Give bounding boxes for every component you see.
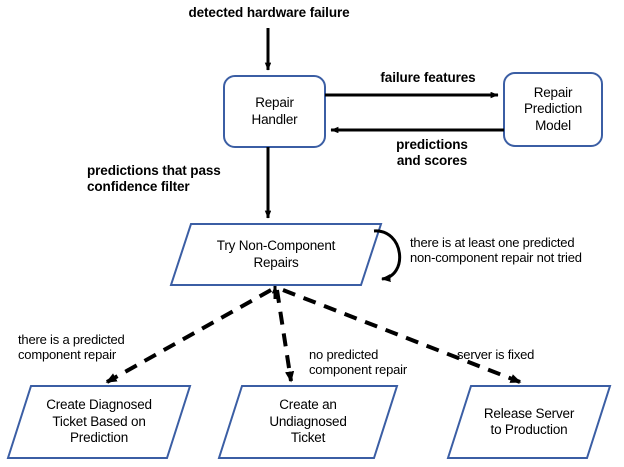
edge-label-right-branch: server is fixed bbox=[457, 347, 535, 362]
edge-label-middle-branch: no predicted component repair bbox=[309, 347, 407, 378]
node-create-diagnosed-ticket[interactable] bbox=[6, 385, 192, 459]
arrow-branch-middle bbox=[275, 289, 295, 383]
node-try-non-component-repairs[interactable] bbox=[169, 223, 383, 286]
arrow-branch-left bbox=[105, 288, 272, 384]
edge-label-left-branch: there is a predicted component repair bbox=[18, 332, 125, 363]
edge-label-self-loop: there is at least one predicted non-comp… bbox=[410, 235, 582, 266]
node-repair-handler[interactable] bbox=[223, 75, 326, 148]
edge-label-failure-features: failure features bbox=[380, 70, 476, 85]
node-create-undiagnosed-ticket[interactable] bbox=[217, 385, 399, 459]
edge-label-detected-hardware-failure: detected hardware failure bbox=[188, 5, 350, 20]
node-release-server[interactable] bbox=[446, 385, 612, 459]
node-repair-prediction-model[interactable] bbox=[503, 72, 603, 147]
edge-label-predictions-that-pass-filter: predictions that pass confidence filter bbox=[87, 163, 221, 194]
edge-label-predictions-and-scores: predictions and scores bbox=[396, 137, 468, 168]
arrow-self-loop bbox=[373, 229, 402, 283]
